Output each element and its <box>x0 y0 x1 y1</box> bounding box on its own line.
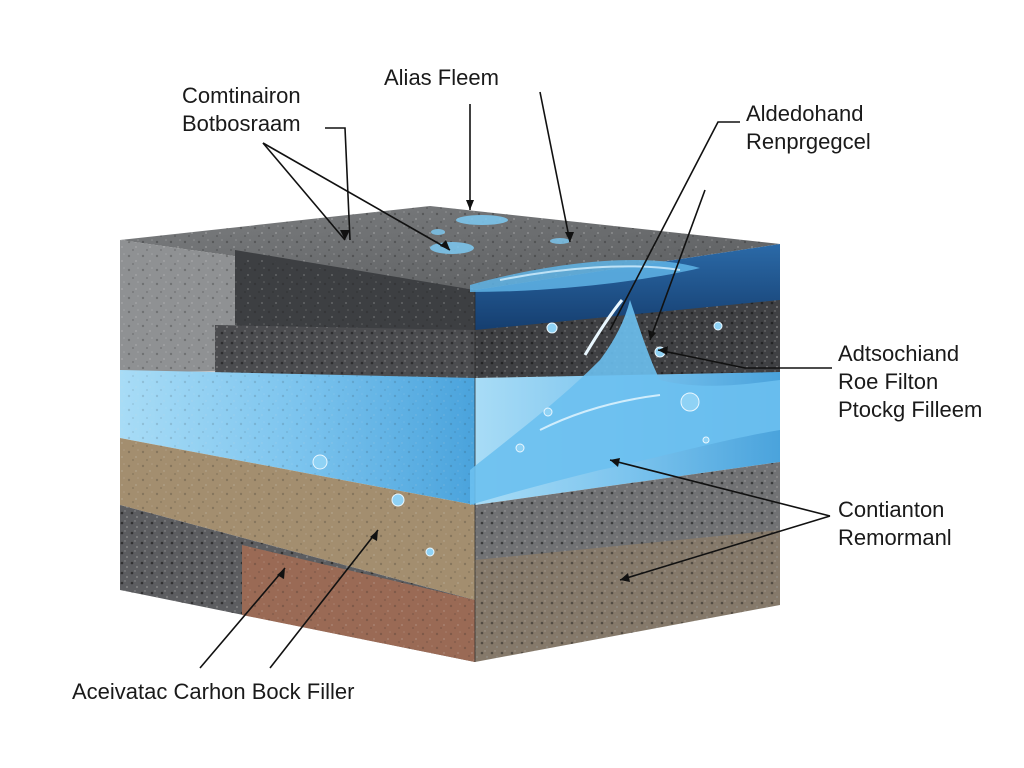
label-top-center: Alias Fleem <box>384 64 499 92</box>
label-line: Aldedohand <box>746 101 864 126</box>
label-lower-right: Contianton Remormanl <box>838 496 952 552</box>
droplets <box>312 321 723 557</box>
label-top-right: Aldedohand Renprgegcel <box>746 100 871 156</box>
label-line: Aceivatac Carhon Bock Filler <box>72 679 355 704</box>
block-left-face <box>120 240 475 662</box>
label-line: Alias Fleem <box>384 65 499 90</box>
label-line: Remormanl <box>838 525 952 550</box>
label-line: Botbosraam <box>182 111 301 136</box>
label-mid-right: Adtsochiand Roe Filton Ptockg Filleem <box>838 340 982 424</box>
pointer-lines <box>199 91 832 669</box>
label-top-left: Comtinairon Botbosraam <box>182 82 301 138</box>
water-splash <box>470 300 780 505</box>
label-line: Comtinairon <box>182 83 301 108</box>
label-bottom: Aceivatac Carhon Bock Filler <box>72 678 354 706</box>
label-line: Roe Filton <box>838 369 939 394</box>
label-line: Contianton <box>838 497 945 522</box>
label-line: Adtsochiand <box>838 341 960 366</box>
label-line: Ptockg Filleem <box>838 397 983 422</box>
label-line: Renprgegcel <box>746 129 871 154</box>
top-puddle <box>456 215 508 225</box>
